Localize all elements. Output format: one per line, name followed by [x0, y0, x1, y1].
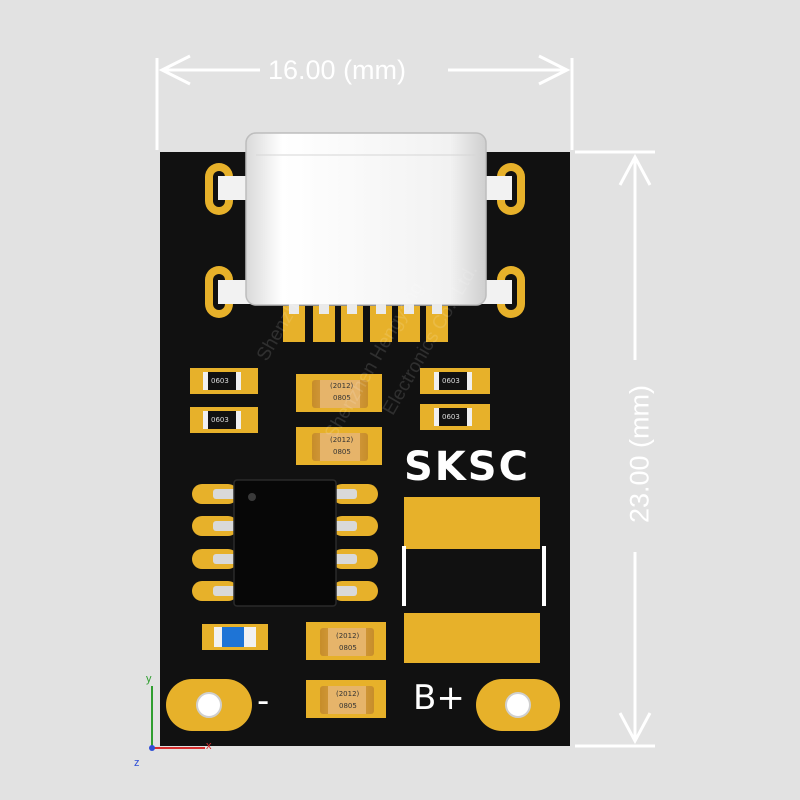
- usb-signal-pads: [283, 306, 448, 342]
- resistor-0603-d: [420, 404, 490, 430]
- width-dimension-label: 16.00 (mm): [268, 55, 407, 85]
- height-dimension-label: 23.00 (mm): [624, 384, 655, 524]
- marking-0805-b-alt: 0805: [333, 448, 351, 456]
- marking-0603-a: 0603: [211, 377, 229, 385]
- resistor-0603-c: [420, 368, 490, 394]
- marking-0805-b: (2012): [330, 436, 354, 444]
- axis-x-label: x: [206, 740, 212, 752]
- inductor-pad-bottom: [404, 613, 540, 663]
- capacitor-0805-c: [306, 622, 386, 660]
- status-led: [202, 624, 268, 650]
- minus-terminal-label: -: [257, 681, 270, 721]
- terminal-pad-minus: [166, 679, 252, 731]
- bplus-terminal-label: B+: [413, 678, 465, 718]
- capacitor-0805-b: [296, 427, 382, 465]
- brand-logo: SKSC: [404, 444, 530, 490]
- marking-0805-a: 0805: [333, 394, 351, 402]
- usb-c-connector: [245, 132, 487, 306]
- usb-pin-leads: [289, 304, 442, 314]
- marking-0603-b: 0603: [211, 416, 229, 424]
- resistor-0603-a: [190, 368, 258, 394]
- marking-0805-c: (2012): [336, 632, 360, 640]
- dimension-height: [575, 150, 655, 748]
- capacitor-0805-a: [296, 374, 382, 412]
- capacitor-0805-d: [306, 680, 386, 718]
- ic-pin1-dot: [248, 493, 256, 501]
- marking-0805-a-alt: (2012): [330, 382, 354, 390]
- terminal-pad-bplus: [476, 679, 560, 731]
- ic-leads: [213, 489, 357, 596]
- axis-gizmo: [149, 686, 205, 751]
- charger-ic-sop8: [233, 479, 337, 607]
- inductor-outline-right: [542, 546, 546, 606]
- inductor-outline-left: [402, 546, 406, 606]
- resistor-0603-b: [190, 407, 258, 433]
- axis-z-label: z: [134, 757, 140, 769]
- marking-0603-d: 0603: [442, 413, 460, 421]
- marking-0805-d-alt: 0805: [339, 702, 357, 710]
- marking-0805-d: (2012): [336, 690, 360, 698]
- dimension-width: [155, 54, 574, 150]
- axis-y-label: y: [146, 673, 152, 685]
- inductor-pad-top: [404, 497, 540, 549]
- marking-0805-c-alt: 0805: [339, 644, 357, 652]
- marking-0603-c: 0603: [442, 377, 460, 385]
